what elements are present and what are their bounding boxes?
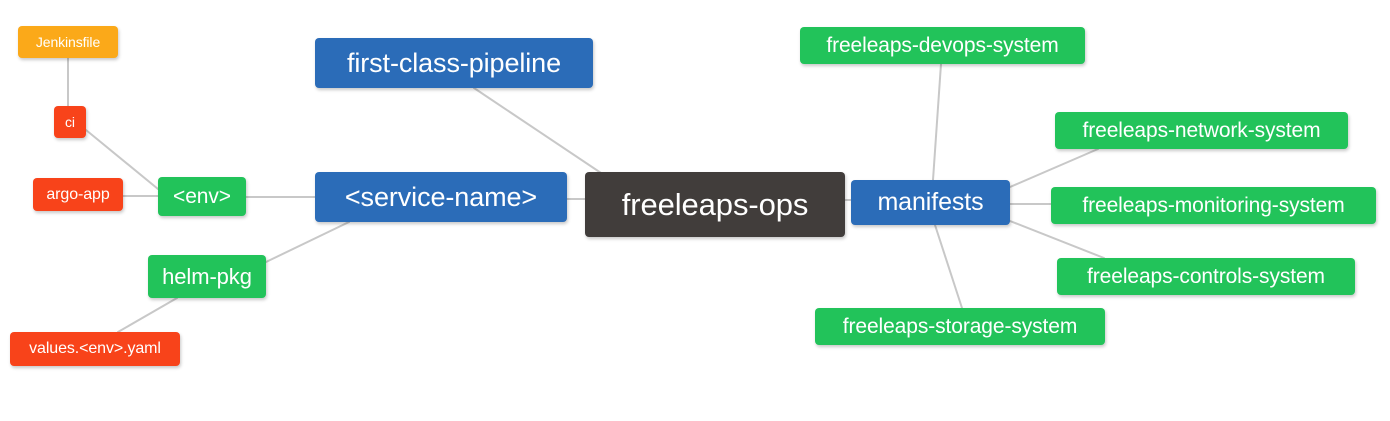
node-label-service-name: <service-name> — [344, 181, 538, 212]
node-freeleaps-monitoring-system[interactable]: freeleaps-monitoring-system — [1051, 187, 1376, 224]
node-label-freeleaps-devops-system: freeleaps-devops-system — [826, 34, 1059, 57]
node-freeleaps-devops-system[interactable]: freeleaps-devops-system — [800, 27, 1085, 64]
edge-manifests-to-freeleaps-storage-system — [934, 224, 963, 309]
node-helm-pkg[interactable]: helm-pkg — [148, 255, 266, 298]
node-label-values-env-yaml: values.<env>.yaml — [29, 340, 161, 357]
edge-manifests-to-freeleaps-network-system — [1009, 148, 1099, 188]
node-jenkinsfile[interactable]: Jenkinsfile — [18, 26, 118, 58]
node-label-freeleaps-monitoring-system: freeleaps-monitoring-system — [1082, 194, 1345, 217]
node-label-freeleaps-controls-system: freeleaps-controls-system — [1087, 265, 1325, 288]
node-label-freeleaps-network-system: freeleaps-network-system — [1082, 119, 1321, 142]
node-label-argo-app: argo-app — [46, 185, 110, 203]
node-label-first-class-pipeline: first-class-pipeline — [346, 47, 562, 78]
node-values-env-yaml[interactable]: values.<env>.yaml — [10, 332, 180, 366]
node-service-name[interactable]: <service-name> — [315, 172, 567, 222]
node-first-class-pipeline[interactable]: first-class-pipeline — [315, 38, 593, 88]
node-ci[interactable]: ci — [54, 106, 86, 138]
node-label-jenkinsfile: Jenkinsfile — [35, 34, 101, 50]
node-label-freeleaps-ops: freeleaps-ops — [621, 187, 809, 222]
node-env[interactable]: <env> — [158, 177, 246, 216]
node-freeleaps-storage-system[interactable]: freeleaps-storage-system — [815, 308, 1105, 345]
node-label-manifests: manifests — [877, 188, 984, 216]
node-freeleaps-network-system[interactable]: freeleaps-network-system — [1055, 112, 1348, 149]
node-manifests[interactable]: manifests — [851, 180, 1010, 225]
edge-manifests-to-freeleaps-devops-system — [932, 63, 942, 181]
node-label-freeleaps-storage-system: freeleaps-storage-system — [842, 315, 1078, 338]
node-label-ci: ci — [65, 114, 75, 130]
edge-freeleaps-ops-to-first-class-pipeline — [473, 87, 617, 184]
node-freeleaps-ops[interactable]: freeleaps-ops — [585, 172, 845, 237]
edge-service-name-to-helm-pkg — [265, 221, 350, 263]
node-freeleaps-controls-system[interactable]: freeleaps-controls-system — [1057, 258, 1355, 295]
edge-helm-pkg-to-values-env-yaml — [117, 297, 178, 333]
node-argo-app[interactable]: argo-app — [33, 178, 123, 211]
node-label-helm-pkg: helm-pkg — [162, 263, 252, 289]
node-label-env: <env> — [173, 185, 231, 208]
edge-manifests-to-freeleaps-controls-system — [1009, 220, 1105, 259]
